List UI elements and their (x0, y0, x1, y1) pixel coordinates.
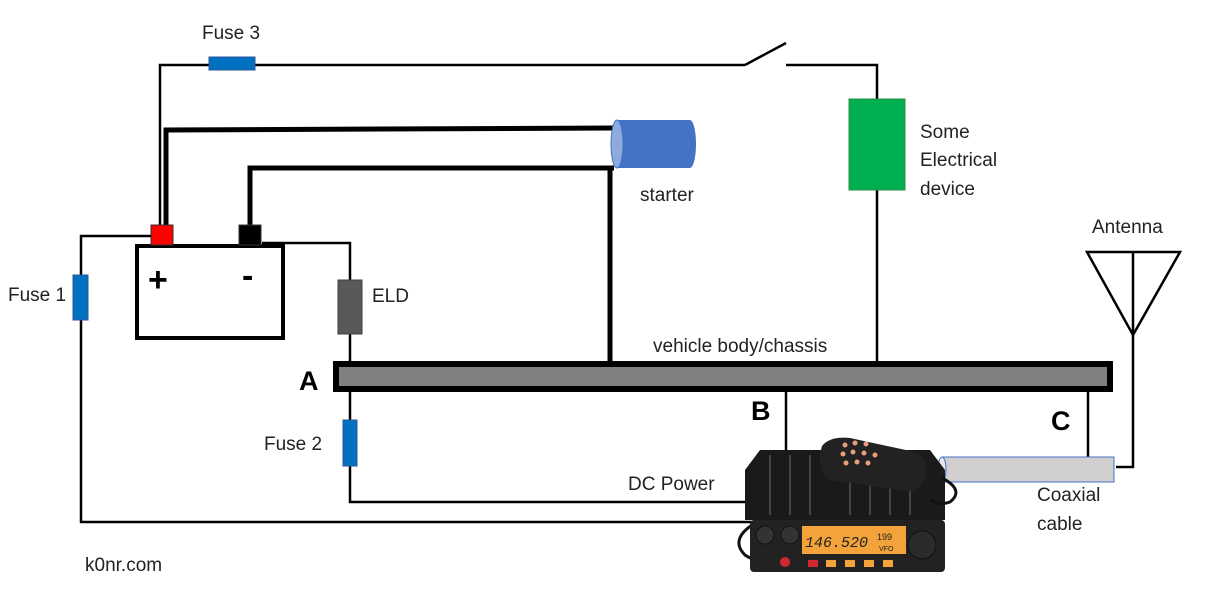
fuse2 (342, 419, 358, 467)
antenna-label: Antenna (1092, 217, 1163, 238)
fuse2-label: Fuse 2 (264, 434, 322, 455)
switch (744, 41, 787, 67)
starter-face (610, 119, 624, 169)
fuse3 (208, 56, 256, 71)
wire (262, 241, 352, 280)
fuse1-label: Fuse 1 (8, 285, 66, 306)
fuse3-label: Fuse 3 (202, 23, 260, 44)
positive-terminal (150, 224, 174, 246)
electrical-device (848, 98, 906, 191)
tuning-knob (907, 530, 937, 560)
starter-negative-cable (247, 165, 614, 226)
starter-circuit (163, 119, 696, 364)
wire (158, 63, 745, 228)
chassis-label: vehicle body/chassis (653, 336, 827, 357)
eld-label: ELD (372, 286, 409, 307)
radio-channel: 199 (877, 532, 892, 542)
antenna-feed (1116, 335, 1135, 469)
fuse3-circuit (158, 41, 906, 364)
battery: + - (135, 224, 285, 340)
point-c-label: C (1051, 406, 1071, 436)
negative-terminal (238, 224, 262, 246)
wire (786, 63, 879, 100)
coaxial-cable (941, 456, 1115, 483)
radio-mode: VFO (879, 546, 894, 553)
device-label-3: device (920, 179, 975, 200)
starter-label: starter (640, 185, 695, 206)
device-label-1: Some (920, 122, 970, 143)
coax-label-2: cable (1037, 514, 1082, 535)
battery-minus: - (242, 257, 253, 295)
radio-frequency: 146.520 (805, 535, 868, 552)
fuse1-wire (79, 234, 752, 524)
microphone (819, 437, 927, 492)
battery-plus: + (148, 261, 168, 299)
radio-display (802, 526, 906, 554)
starter-positive-cable (163, 125, 615, 226)
volume-knob (755, 525, 775, 545)
eld (337, 279, 363, 335)
starter-end (684, 120, 696, 168)
coax-label-1: Coaxial (1037, 485, 1100, 506)
vehicle-chassis (333, 361, 1113, 392)
point-b-label: B (751, 396, 771, 426)
credit-label: k0nr.com (85, 555, 162, 576)
dc-power-label: DC Power (628, 474, 715, 495)
radio-transceiver: 146.520 199 VFO (737, 437, 958, 572)
point-a-label: A (299, 366, 319, 396)
battery-body (135, 244, 285, 340)
device-label-2: Electrical (920, 150, 997, 171)
starter-body (617, 120, 690, 168)
red-button (780, 557, 790, 567)
fuse1 (72, 274, 89, 321)
squelch-knob (780, 525, 800, 545)
